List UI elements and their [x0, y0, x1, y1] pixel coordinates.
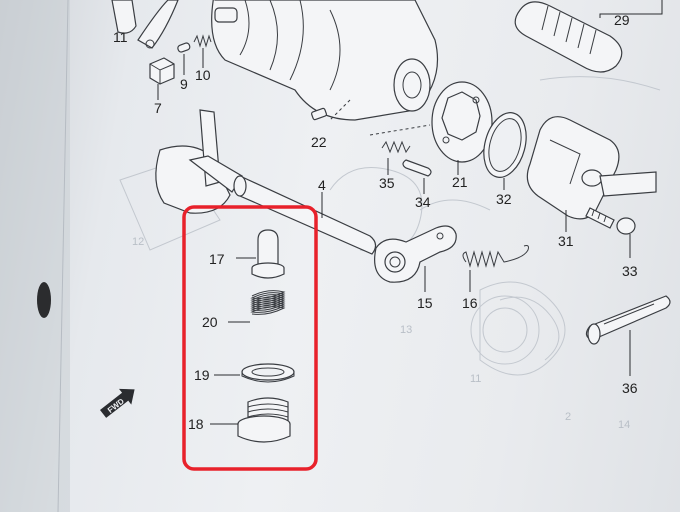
fwd-arrow-icon: [100, 388, 135, 418]
leader-29: [599, 0, 663, 18]
label-35: 35: [379, 175, 395, 191]
ghost-label-14: 14: [618, 419, 630, 431]
label-22: 22: [311, 134, 327, 150]
assembly-dash-1: [329, 99, 351, 121]
part-17-plunger: [251, 229, 285, 279]
part-33-bolt: [585, 207, 636, 235]
ghost-label-12: 12: [132, 236, 144, 248]
part-4-shaft: [233, 175, 377, 255]
label-11: 11: [113, 29, 128, 45]
label-4: 4: [318, 177, 326, 193]
ghost-label-2: 2: [565, 411, 571, 423]
part-15-lever: [374, 225, 457, 283]
ghost-label-13: 13: [400, 324, 412, 336]
label-10: 10: [195, 67, 211, 83]
part-34-pin: [402, 159, 432, 177]
shift-drum: [211, 0, 439, 121]
part-10-spring-small: [193, 34, 212, 48]
part-7-block: [149, 57, 175, 85]
part-16-spring: [462, 245, 529, 268]
part-19-washer: [241, 363, 295, 383]
label-9: 9: [180, 76, 188, 92]
label-19: 19: [194, 367, 210, 383]
assembly-dash-2: [369, 124, 431, 136]
label-17: 17: [209, 251, 225, 267]
part-18-plug-bolt: [237, 397, 291, 443]
part-36-rod: [585, 295, 671, 345]
ghost-drawings: [119, 76, 661, 376]
page-fold-line: [57, 0, 69, 512]
part-35-spring: [381, 140, 411, 154]
page-shadow: [0, 0, 70, 512]
label-36: 36: [622, 380, 638, 396]
label-33: 33: [622, 263, 638, 279]
part-20-spring: [250, 290, 286, 315]
label-31: 31: [558, 233, 574, 249]
shift-fork: [155, 109, 243, 214]
part-32-o-ring: [483, 112, 527, 178]
label-15: 15: [417, 295, 433, 311]
part-22-pin: [311, 107, 327, 121]
label-18: 18: [188, 416, 204, 432]
part-11-bracket: [111, 0, 179, 49]
label-34: 34: [415, 194, 431, 210]
label-29: 29: [614, 12, 630, 28]
ghost-label-11: 11: [470, 373, 481, 385]
label-16: 16: [462, 295, 478, 311]
label-32: 32: [496, 191, 512, 207]
part-31-cover: [526, 116, 657, 220]
part-29-rubber-boot: [514, 1, 623, 73]
highlight-box: [182, 205, 318, 471]
label-20: 20: [202, 314, 218, 330]
fwd-arrow-badge: FWD: [100, 388, 135, 418]
part-21-cam: [431, 81, 493, 163]
part-9-pin: [177, 42, 191, 53]
label-21: 21: [452, 174, 468, 190]
binder-hole-shadow: [37, 282, 51, 318]
label-7: 7: [154, 100, 162, 116]
